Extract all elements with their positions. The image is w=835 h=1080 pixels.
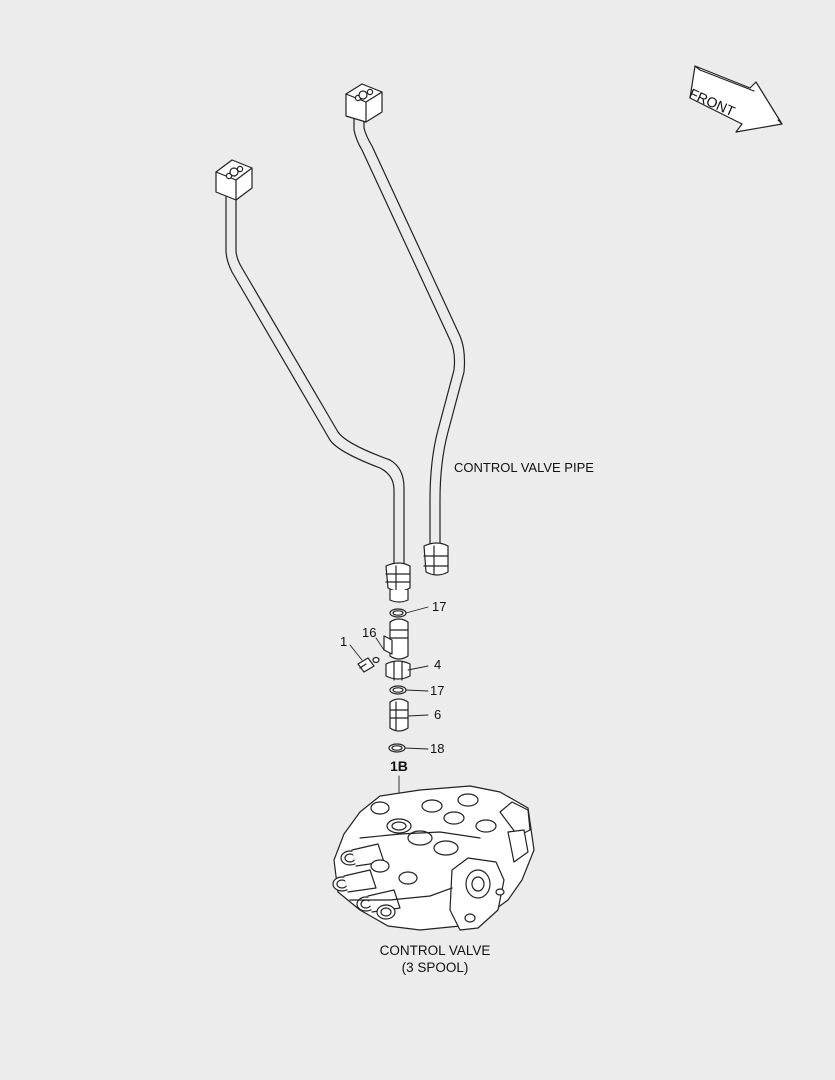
left-control-pipe xyxy=(215,159,411,603)
callout-17-top: 17 xyxy=(432,599,447,614)
fitting-stack xyxy=(357,608,411,753)
control-valve-pipe-label: CONTROL VALVE PIPE xyxy=(454,460,594,475)
callout-16: 16 xyxy=(362,625,377,640)
callout-18: 18 xyxy=(430,741,445,756)
callout-4: 4 xyxy=(434,657,442,672)
callout-6: 6 xyxy=(434,707,442,722)
callout-1: 1 xyxy=(340,634,348,649)
control-valve-caption-line1: CONTROL VALVE xyxy=(379,943,491,958)
callout-1b: 1B xyxy=(390,758,408,774)
front-arrow-icon xyxy=(689,65,783,133)
control-valve-body xyxy=(332,785,535,931)
callout-17-bottom: 17 xyxy=(430,683,445,698)
control-valve-caption-line2: (3 SPOOL) xyxy=(401,959,469,975)
control-valve-caption: CONTROL VALVE (3 SPOOL) xyxy=(335,943,535,977)
right-control-pipe xyxy=(345,83,466,576)
